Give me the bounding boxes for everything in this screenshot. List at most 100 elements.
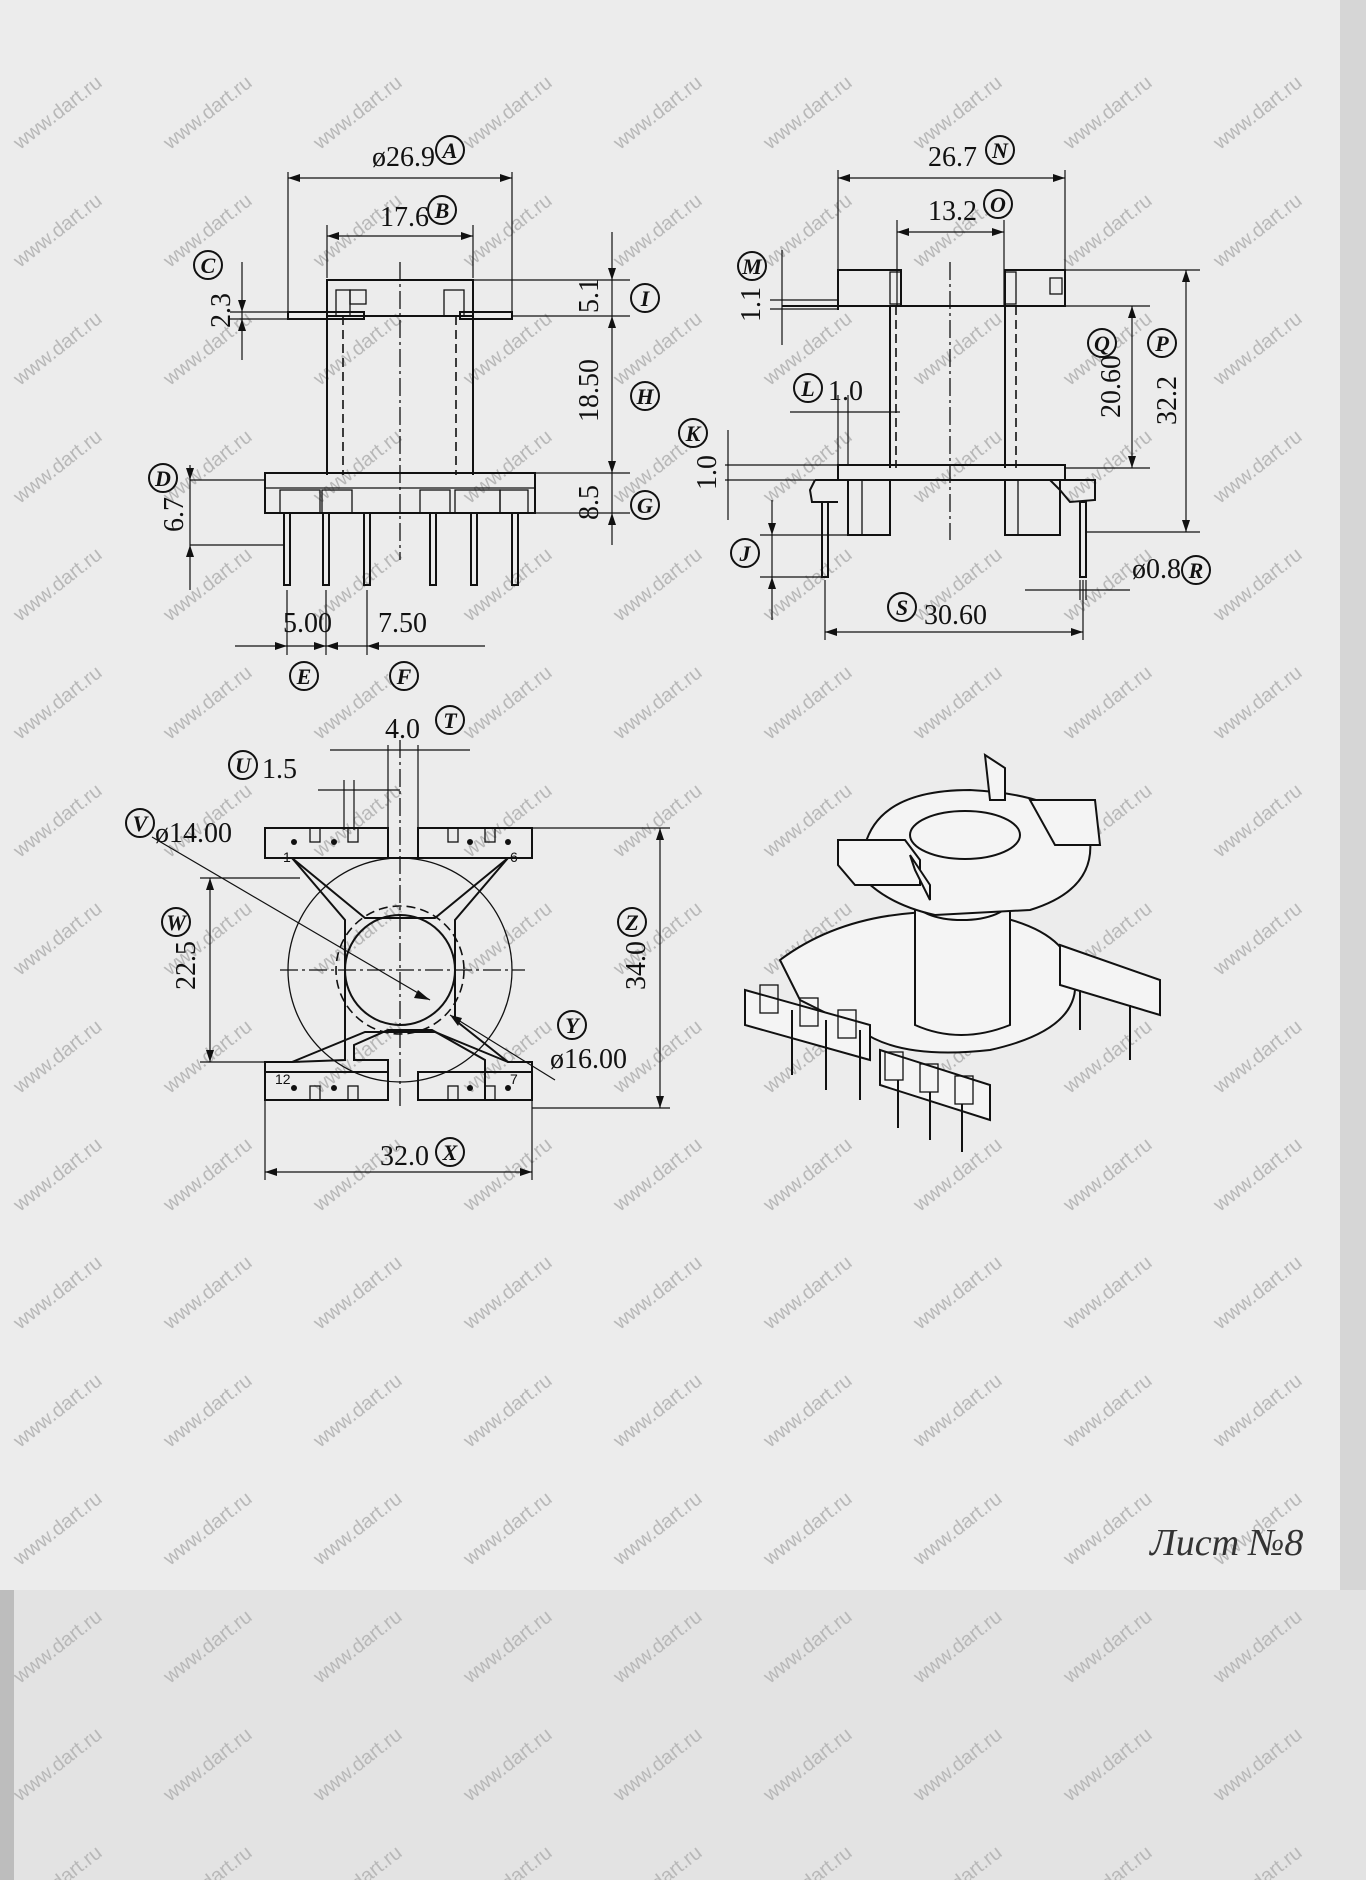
handwritten-note: Лист №8 — [1149, 1522, 1303, 1564]
watermark-text: www.dart.ru — [1209, 1252, 1307, 1335]
label-i-circle: I — [630, 283, 660, 313]
watermark-text: www.dart.ru — [1059, 426, 1157, 509]
watermark-text: www.dart.ru — [1059, 72, 1157, 155]
watermark-text: www.dart.ru — [9, 72, 107, 155]
watermark-text: www.dart.ru — [9, 1606, 107, 1689]
watermark-text: www.dart.ru — [759, 1724, 857, 1807]
bottom-flange — [264, 472, 536, 514]
label-r-circle: R — [1181, 555, 1211, 585]
watermark-text: www.dart.ru — [909, 1842, 1007, 1880]
watermark-text: www.dart.ru — [159, 662, 257, 745]
drawing-sheet — [0, 0, 1340, 1590]
watermark-text: www.dart.ru — [159, 426, 257, 509]
svg-text:L: L — [800, 376, 814, 401]
watermark-text: www.dart.ru — [459, 1606, 557, 1689]
watermark-text: www.dart.ru — [309, 780, 407, 863]
watermark-text: www.dart.ru — [759, 662, 857, 745]
watermark-text: www.dart.ru — [609, 662, 707, 745]
watermark-text: www.dart.ru — [9, 898, 107, 981]
watermark-text: www.dart.ru — [459, 1370, 557, 1453]
label-n-circle: N — [985, 135, 1015, 165]
watermark-text: www.dart.ru — [1059, 662, 1157, 745]
watermark-text: www.dart.ru — [159, 1724, 257, 1807]
watermark-text: www.dart.ru — [9, 780, 107, 863]
watermark-text: www.dart.ru — [909, 1724, 1007, 1807]
svg-text:U: U — [235, 753, 252, 778]
dim-U-value: 1.5 — [262, 754, 297, 785]
pin-pads — [264, 827, 533, 1101]
watermark-text: www.dart.ru — [159, 1606, 257, 1689]
watermark-text: www.dart.ru — [159, 1488, 257, 1571]
svg-text:V: V — [133, 811, 150, 836]
label-f-circle: F — [389, 661, 419, 691]
watermark-text: www.dart.ru — [459, 780, 557, 863]
watermark-text: www.dart.ru — [1059, 1724, 1157, 1807]
svg-text:Q: Q — [1094, 331, 1110, 356]
svg-text:W: W — [166, 910, 187, 935]
side-top-flange-right — [1004, 269, 1066, 307]
watermark-text: www.dart.ru — [759, 72, 857, 155]
svg-text:X: X — [442, 1140, 459, 1165]
svg-text:J: J — [739, 541, 752, 566]
dim-V-value: ø14.00 — [155, 818, 232, 849]
watermark-text: www.dart.ru — [909, 1606, 1007, 1689]
watermark-text: www.dart.ru — [159, 544, 257, 627]
watermark-text: www.dart.ru — [909, 662, 1007, 745]
watermark-text: www.dart.ru — [1209, 898, 1307, 981]
watermark-text: www.dart.ru — [1209, 1606, 1307, 1689]
watermark-text: www.dart.ru — [1209, 1724, 1307, 1807]
dim-M-value: 1.1 — [736, 287, 767, 322]
watermark-text: www.dart.ru — [759, 1370, 857, 1453]
label-j-circle: J — [730, 538, 760, 568]
watermark-text: www.dart.ru — [909, 1488, 1007, 1571]
dim-E-value: 5.00 — [283, 608, 332, 639]
watermark-text: www.dart.ru — [459, 1488, 557, 1571]
dim-N-value: 26.7 — [928, 142, 977, 173]
label-z-circle: Z — [617, 907, 647, 937]
watermark-text: www.dart.ru — [909, 308, 1007, 391]
label-c-circle: C — [193, 250, 223, 280]
watermark-text: www.dart.ru — [9, 1016, 107, 1099]
watermark-text: www.dart.ru — [459, 662, 557, 745]
watermark-text: www.dart.ru — [1059, 1488, 1157, 1571]
svg-text:Z: Z — [624, 910, 638, 935]
scan-edge — [0, 1590, 14, 1880]
svg-text:K: K — [685, 421, 702, 446]
dim-O-value: 13.2 — [928, 196, 977, 227]
svg-text:F: F — [396, 664, 412, 689]
svg-text:R: R — [1188, 558, 1204, 583]
watermark-text: www.dart.ru — [159, 1252, 257, 1335]
watermark-text: www.dart.ru — [609, 1724, 707, 1807]
scan-background — [0, 1590, 1366, 1880]
watermark-text: www.dart.ru — [9, 190, 107, 273]
watermark-text: www.dart.ru — [9, 308, 107, 391]
label-v-circle: V — [125, 808, 155, 838]
pin-number-6: 6 — [510, 849, 518, 865]
watermark-text: www.dart.ru — [1209, 1842, 1307, 1880]
label-x-circle: X — [435, 1137, 465, 1167]
dimension-texts: ø26.9 17.6 2.3 6.7 5.00 7.50 8.5 18.50 5… — [155, 142, 1183, 1172]
label-h-circle: H — [630, 381, 660, 411]
svg-text:G: G — [637, 493, 653, 518]
label-b-circle: B — [427, 195, 457, 225]
label-u-circle: U — [228, 750, 258, 780]
watermark-text: www.dart.ru — [1209, 190, 1307, 273]
watermark-text: www.dart.ru — [1059, 1016, 1157, 1099]
svg-text:D: D — [154, 466, 171, 491]
watermark-text: www.dart.ru — [909, 426, 1007, 509]
watermark-text: www.dart.ru — [309, 1252, 407, 1335]
watermark-text: www.dart.ru — [1209, 1370, 1307, 1453]
svg-text:B: B — [434, 198, 450, 223]
svg-text:I: I — [640, 286, 651, 311]
svg-text:A: A — [441, 138, 458, 163]
watermark-text: www.dart.ru — [609, 1606, 707, 1689]
watermark-text: www.dart.ru — [609, 780, 707, 863]
svg-text:P: P — [1154, 331, 1169, 356]
watermark-text: www.dart.ru — [609, 1842, 707, 1880]
svg-text:C: C — [201, 253, 216, 278]
front-pins — [283, 512, 519, 586]
label-t-circle: T — [435, 705, 465, 735]
watermark-text: www.dart.ru — [459, 1252, 557, 1335]
watermark-text: www.dart.ru — [9, 544, 107, 627]
